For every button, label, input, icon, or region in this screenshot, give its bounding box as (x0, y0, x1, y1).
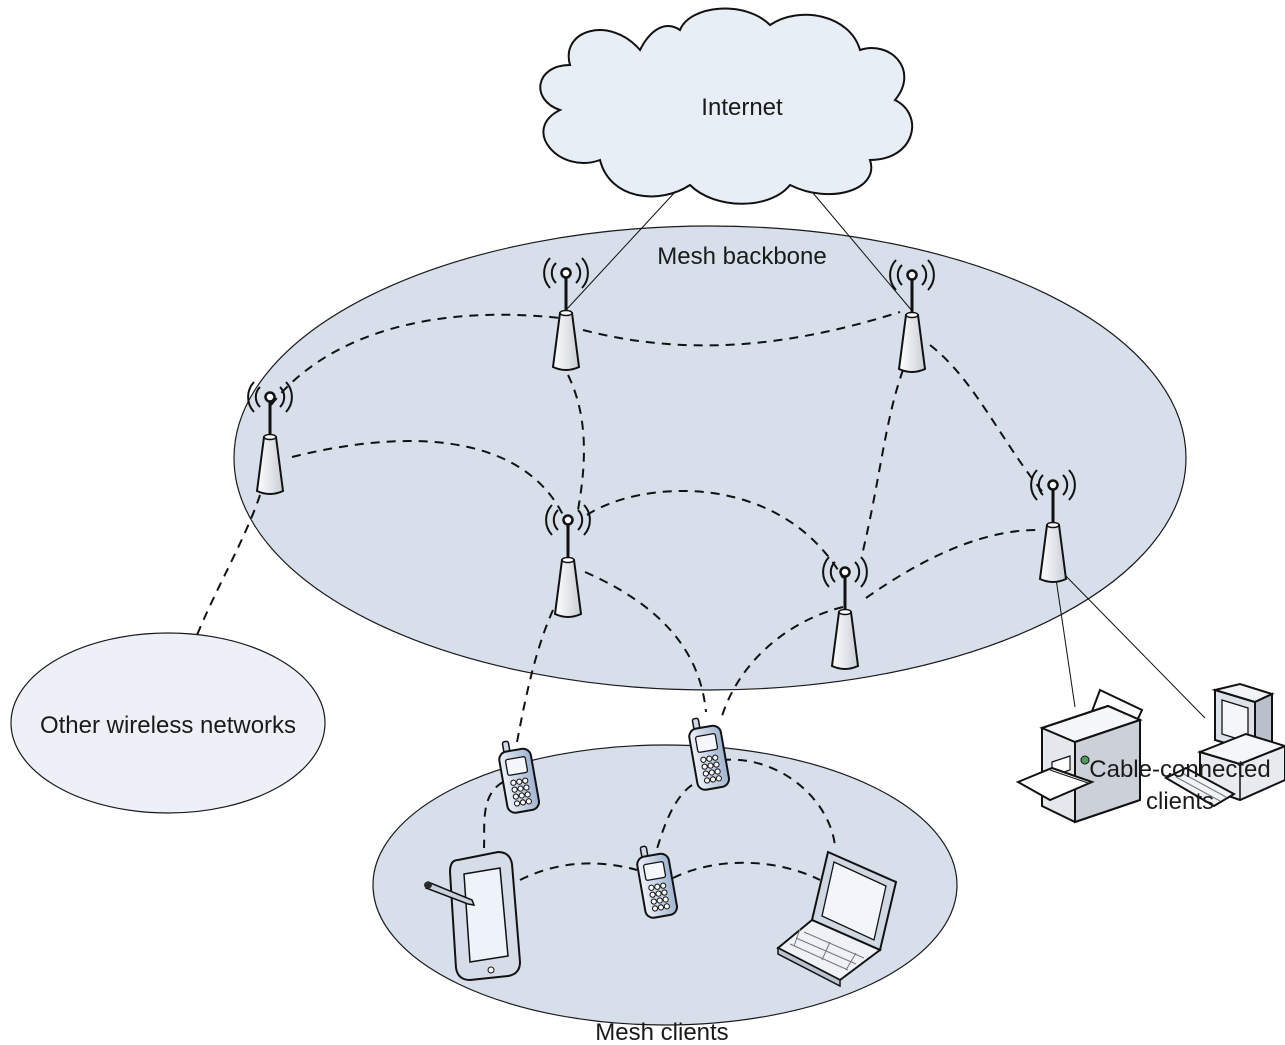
desktop-cable (1059, 569, 1206, 719)
cable-clients-caption-line1: Cable-connected (1089, 756, 1271, 783)
mesh-clients-label: Mesh clients (595, 1019, 728, 1045)
desktop-computer-icon (1163, 682, 1285, 808)
mesh-backbone-region (233, 225, 1187, 691)
other-networks-label: Other wireless networks (40, 712, 296, 739)
cable-clients-caption-block: Cable-connected clients (1075, 754, 1285, 818)
internet-uplink-2 (812, 192, 914, 313)
tablet-icon (424, 850, 522, 982)
cloud-icon (539, 7, 914, 205)
other-networks-region (10, 632, 326, 814)
cable-clients-caption-line2: clients (1145, 788, 1215, 815)
internet-label: Internet (701, 94, 783, 121)
printer-cable (1054, 571, 1076, 708)
internet-uplink-1 (565, 190, 677, 311)
backbone-links (194, 311, 1046, 743)
laptop-icon (776, 850, 898, 988)
client-links (483, 758, 836, 881)
printer-icon (1015, 688, 1144, 824)
mesh-backbone-label: Mesh backbone (657, 243, 826, 270)
